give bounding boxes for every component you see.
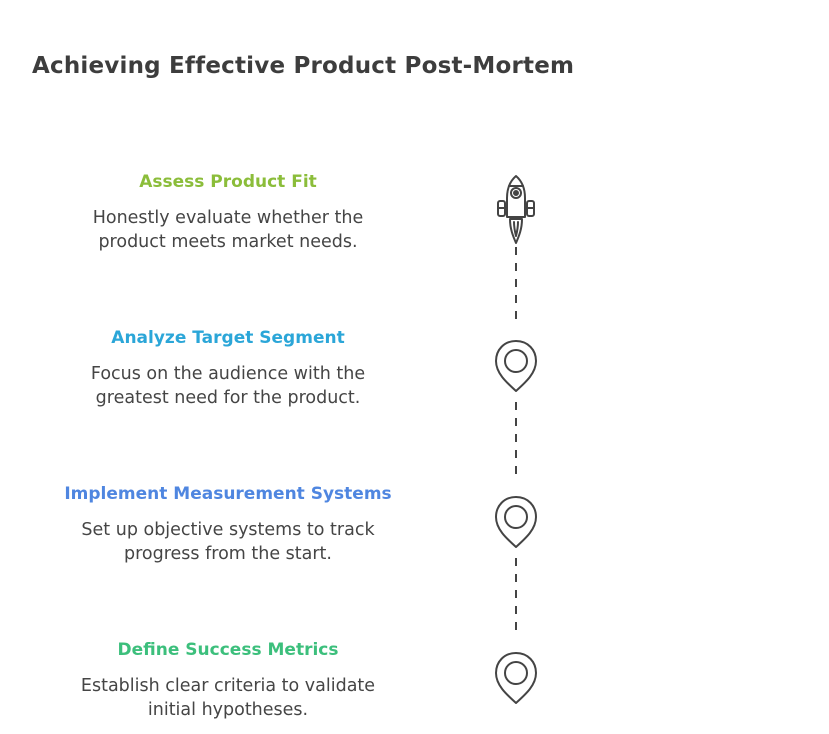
step-description: Honestly evaluate whether the product me… [92,208,364,252]
step-title: Define Success Metrics [117,640,339,660]
map-pin-icon [495,496,537,548]
rocket-icon [497,175,535,244]
step-description: Focus on the audience with the greatest … [90,364,366,408]
step-assess-product-fit: Assess Product Fit Honestly evaluate whe… [0,171,458,254]
step-analyze-target-segment: Analyze Target Segment Focus on the audi… [0,327,458,410]
step-title: Implement Measurement Systems [64,484,392,504]
map-pin-icon [495,340,537,392]
page-title: Achieving Effective Product Post-Mortem [32,53,575,79]
step-description: Establish clear criteria to validate ini… [80,676,376,720]
step-title: Analyze Target Segment [111,328,345,348]
step-implement-measurement-systems: Implement Measurement Systems Set up obj… [0,483,458,566]
step-title: Assess Product Fit [139,172,317,192]
map-pin-icon [495,652,537,704]
step-description: Set up objective systems to track progre… [81,520,375,564]
step-define-success-metrics: Define Success Metrics Establish clear c… [0,639,458,722]
